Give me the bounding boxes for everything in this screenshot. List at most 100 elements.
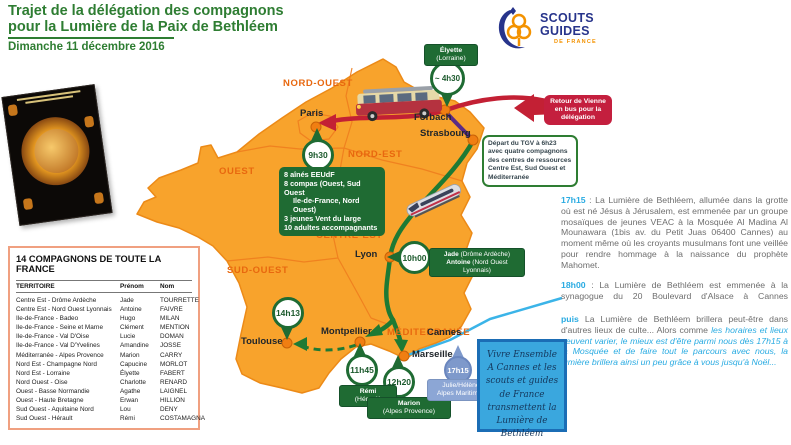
group-line: 10 adultes accompagnants [284,222,378,232]
badge-jade-region: (Drôme Ardèche) [460,251,511,258]
territory-cell: Ile-de-France - Seine et Marne [16,324,104,332]
badge-marion-name: Marion [397,400,421,407]
balloon-tip-paris [311,128,323,141]
firstname-cell: Élyette [120,369,140,377]
table-row: Ile-de-France - Val D'Oise Lucie DOMAN [16,332,192,341]
lastname-cell: JOSSE [160,342,181,350]
time-balloon-lyon: 10h00 [398,241,431,274]
green-arrowhead-marseille [394,339,408,353]
callout-line-blue [407,296,563,357]
page-title-line1: Trajet de la délégation des compagnons [8,3,284,19]
paragraph-17h15-text: : La Lumière de Bethléem, allumée dans l… [561,195,788,270]
title-underline [8,37,174,39]
firstname-cell: Charlotte [120,378,146,386]
green-arrowhead-montpellier [365,324,383,337]
region-label-ouest: OUEST [219,166,255,177]
firstname-cell: Marion [120,351,140,359]
paragraph-18h00: 18h00 : La Lumière de Bethléem est emmen… [561,280,788,302]
group-line: Ile-de-France, Nord Ouest) [293,196,360,214]
poster-figure [7,104,19,117]
table-title: 14 COMPAGNONS DE TOUTE LA FRANCE [16,254,161,274]
territory-cell: Ouest - Haute Bretagne [16,397,84,405]
lastname-cell: MORLOT [160,360,188,368]
time-balloon-montpellier: 11h45 [346,354,378,386]
balloon-tip-forbach [441,94,453,107]
territory-cell: Ile-de-France - Val D'Yvelines [16,342,100,350]
badge-marion: Marion (Alpes Provence) [367,397,451,420]
paragraph-17h15: 17h15 : La Lumière de Bethléem, allumée … [561,195,788,270]
region-label-nord-est: NORD-EST [348,149,403,160]
poster-thumbnail [1,84,113,226]
city-label-paris: Paris [300,108,324,119]
poster-figure [22,197,34,211]
logo-word-scouts: SCOUTS [540,11,594,25]
table-row: Méditerranée - Alpes Provence Marion CARRY [16,351,192,360]
city-label-strasbourg: Strasbourg [420,128,471,139]
event-date: Dimanche 11 décembre 2016 [8,41,165,53]
lastname-cell: COSTAMAGNA [160,415,205,423]
time-balloon-toulouse: 14h13 [272,297,304,329]
badge-jade-antoine: Jade (Drôme Ardèche) Antoine (Nord Ouest… [429,248,525,278]
retour-vienne-box: Retour de Vienne en bus pour la délégati… [544,95,612,126]
balloon-tip-montpellier [354,343,366,356]
lastname-cell: DOMAN [160,333,184,341]
city-label-forbach: Forbach [414,112,452,123]
city-label-toulouse: Toulouse [241,336,283,347]
time-balloon-forbach: ~ 4h30 [430,61,465,96]
group-line: 3 jeunes Vent du large [284,213,362,223]
lastname-cell: RENARD [160,378,187,386]
lastname-cell: FAIVRE [160,306,183,314]
firstname-cell: Lucie [120,333,136,341]
paragraph-puis-lead: puis [561,314,579,324]
badge-remi-name: Rémi [359,388,377,395]
firstname-cell: Hugo [120,315,136,323]
balloon-tip-marseille [392,355,404,368]
city-label-lyon: Lyon [355,249,378,260]
badge-julie-line2: Alpes Maritimes [436,390,486,398]
city-label-cannes: Cannes [427,327,462,338]
lastname-cell: FABERT [160,369,185,377]
group-line: 8 compas (Ouest, Sud Ouest [284,178,361,197]
time-balloon-paris: 9h30 [302,139,334,171]
region-label-sud-ouest: SUD-OUEST [227,265,289,276]
col-firstname: Prénom [120,283,144,290]
territory-cell: Sud Ouest - Hérault [16,415,73,423]
territory-cell: Ile-de-France - Val D'Oise [16,333,90,341]
lastname-cell: MENTION [160,324,190,332]
balloon-tip-cannes [452,345,464,358]
green-arrowhead-toulouse [293,337,307,351]
paragraph-17h15-time: 17h15 [561,195,586,205]
page-title-line2: pour la Lumière de la Paix de Bethléem [8,19,278,36]
territory-cell: Centre Est - Nord Ouest Lyonnais [16,306,112,314]
firstname-cell: Agathe [120,387,141,395]
col-territory: TERRITOIRE [16,283,55,290]
bus-icon [355,86,443,122]
balloon-tip-toulouse [281,327,293,340]
table-header: TERRITOIRE Prénom Nom [16,280,192,293]
poster-figure [93,192,105,205]
lastname-cell: CARRY [160,351,183,359]
city-dot-strasbourg [467,134,479,146]
badge-antoine-name: Antoine [446,258,471,266]
paragraph-18h00-text: : La Lumière de Bethléem est emmenée à l… [561,280,788,301]
badge-antoine-region: (Nord Ouest Lyonnais) [463,258,508,274]
logo-word-guides: GUIDES [540,23,590,38]
lastname-cell: HILLION [160,397,185,405]
sgdf-logo-text: SCOUTS GUIDES DE FRANCE [540,12,597,45]
territory-cell: Méditerranée - Alpes Provence [16,351,104,359]
territory-cell: Ouest - Basse Normandie [16,387,90,395]
lastname-cell: MILAN [160,315,180,323]
region-label-mediterranee: MÉDITERRANÉE [387,327,471,338]
badge-jade-line: Jade (Drôme Ardèche) [433,251,521,259]
vivre-ensemble-box: Vivre Ensemble A Cannes et les scouts et… [477,339,567,439]
paragraph-puis: puis La Lumière de Bethléem brillera peu… [561,314,788,368]
